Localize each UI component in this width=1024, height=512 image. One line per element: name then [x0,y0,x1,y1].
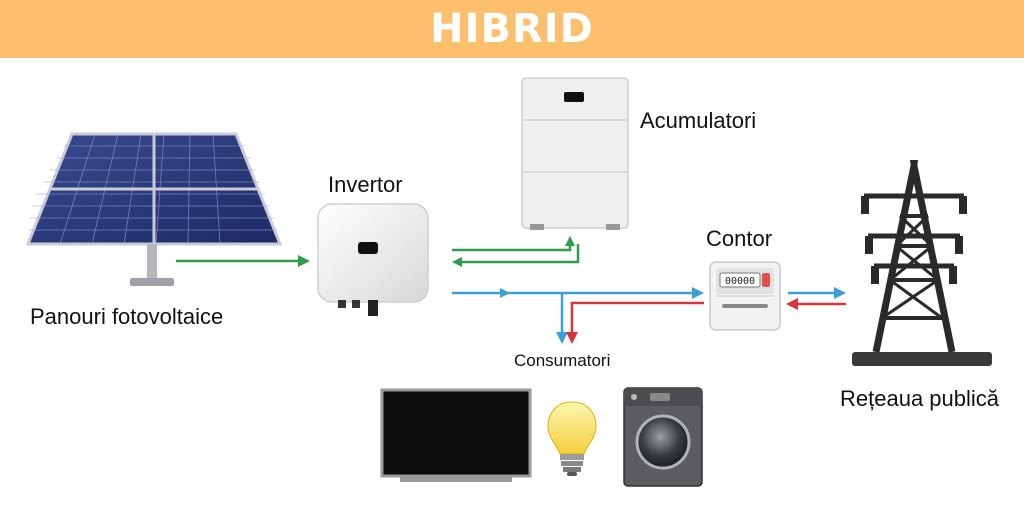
inverter-to-battery-arrow [452,236,575,252]
washing-machine-icon [623,387,703,487]
label-consumers: Consumatori [514,351,611,370]
tv-icon [380,388,532,482]
light-bulb-icon [547,401,597,476]
electricity-meter-icon: 00000 [709,261,781,331]
inverter-icon [317,203,429,316]
inverter-to-meter-arrow [452,287,704,299]
meter-readout: 00000 [725,276,755,287]
battery-icon [521,77,629,230]
page-title: HIBRID [430,6,594,52]
label-panels: Panouri fotovoltaice [30,304,224,329]
title-banner: HIBRID [0,0,1024,58]
solar-to-inverter-arrow [176,255,310,267]
solar-panel-icon [25,132,283,286]
battery-to-inverter-arrow [452,244,580,267]
inverter-to-consumers-arrow [556,293,568,344]
power-tower-icon [852,160,992,366]
label-meter: Contor [706,226,773,251]
grid-to-meter-arrow [786,298,846,310]
label-batteries: Acumulatori [640,108,757,133]
meter-to-consumers-arrow [566,301,704,344]
meter-to-grid-arrow [788,287,846,299]
label-grid: Rețeaua publică [840,386,1000,411]
label-inverter: Invertor [328,172,403,197]
